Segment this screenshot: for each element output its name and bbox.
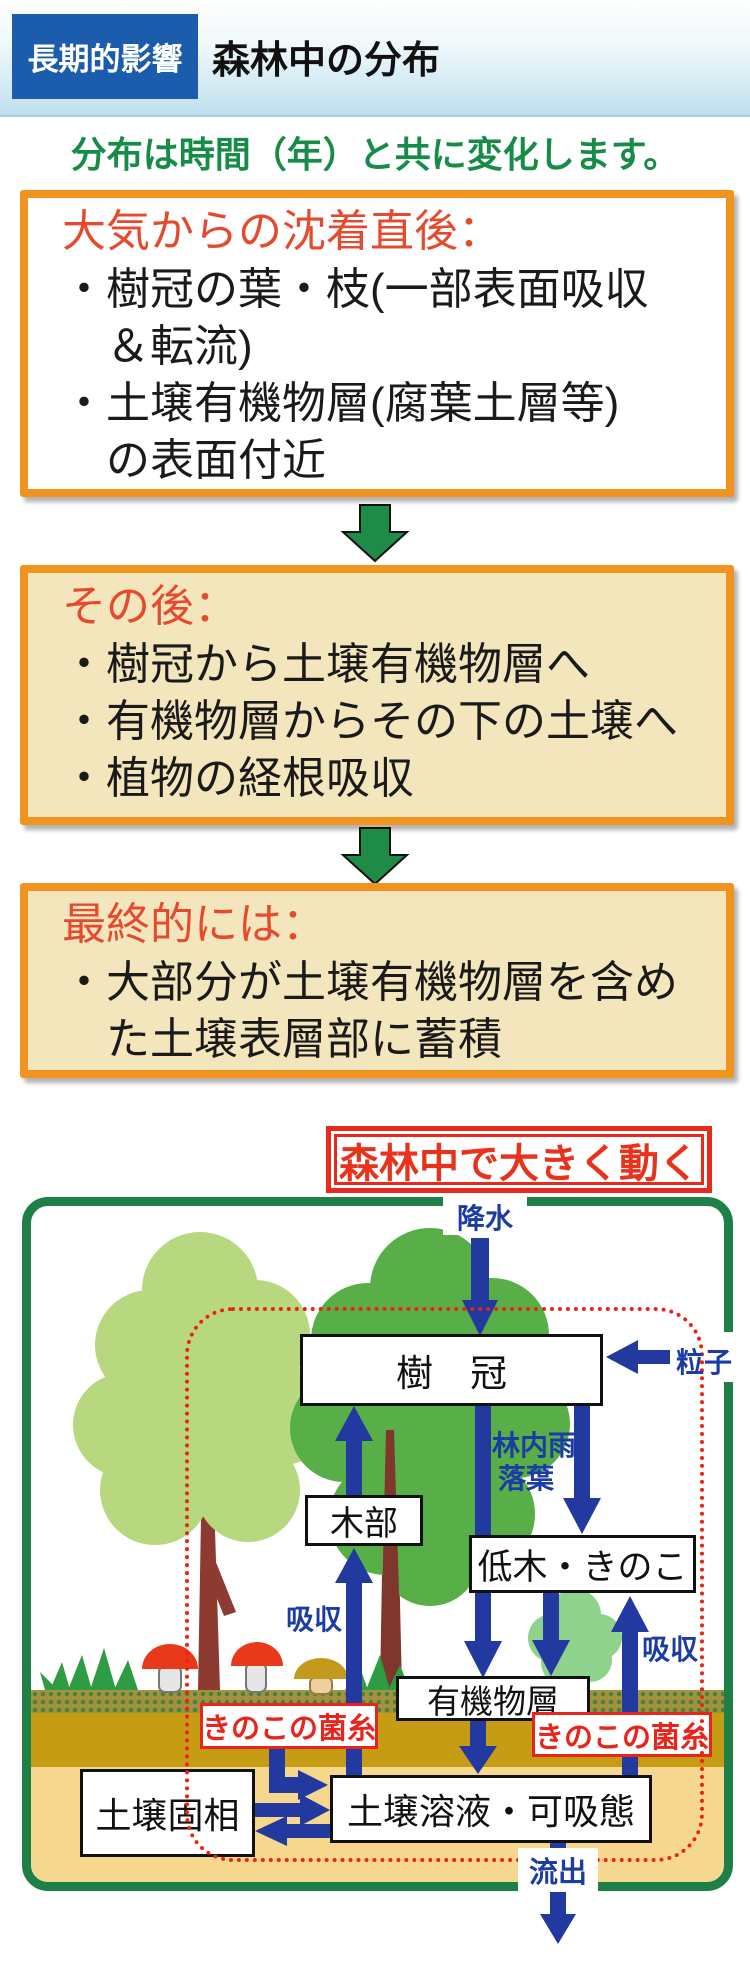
runoff-text: 流出 [528, 1857, 587, 1889]
label-particles: 粒子 [676, 1347, 733, 1378]
stage-box-final: 最終的には： ・大部分が土壌有機物層を含め た土壌表層部に蓄積 [20, 883, 734, 1078]
diagram-frame [22, 1197, 733, 1891]
callout-box: 森林中で大きく動く [326, 1126, 712, 1193]
stage-heading: 大気からの沈着直後： [62, 207, 502, 256]
category-badge: 長期的影響 [12, 14, 198, 99]
stage-heading: その後： [62, 582, 238, 631]
node-canopy: 樹 冠 [300, 1334, 603, 1406]
label-precipitation: 降水 [456, 1203, 513, 1234]
label-uptake-left: 吸収 [286, 1604, 343, 1635]
header-bar: 長期的影響 森林中の分布 [0, 0, 750, 117]
label-runoff: 流出 [518, 1848, 598, 1892]
node-wood: 木部 [305, 1495, 423, 1546]
flow-down-arrow-icon [340, 504, 410, 563]
callout-text: 森林中で大きく動く [334, 1134, 704, 1186]
stage-bullet: ・樹冠から土壌有機物層へ [62, 640, 590, 689]
stage-bullet: ・樹冠の葉・枝(一部表面吸収 ＆転流) [62, 265, 649, 371]
category-badge-label: 長期的影響 [27, 42, 183, 77]
stage-box-initial: 大気からの沈着直後： ・樹冠の葉・枝(一部表面吸収 ＆転流) ・土壌有機物層(腐… [20, 190, 734, 497]
node-understory: 低木・きのこ [469, 1535, 696, 1593]
mushroom-icon [142, 1642, 348, 1695]
flow-down-arrow-icon [340, 827, 410, 886]
label-uptake-right: 吸収 [642, 1634, 699, 1665]
stage-heading: 最終的には： [62, 900, 326, 949]
cycle-boundary-dotted [185, 1307, 704, 1862]
label-litterfall: 落葉 [498, 1463, 555, 1494]
tree-icon [73, 1232, 332, 1690]
intro-text: 分布は時間（年）と共に変化します。 [70, 134, 680, 175]
page-title: 森林中の分布 [212, 39, 441, 82]
node-soil-solution: 土壌溶液・可吸態 [330, 1775, 652, 1843]
border-gap-patch [443, 1193, 527, 1235]
stage-bullet: ・有機物層からその下の土壌へ [62, 697, 678, 746]
stage-bullet: ・大部分が土壌有機物層を含め た土壌表層部に蓄積 [62, 958, 678, 1064]
stage-box-later: その後： ・樹冠から土壌有機物層へ ・有機物層からその下の土壌へ ・植物の経根吸… [20, 565, 734, 825]
stage-bullet: ・土壌有機物層(腐葉土層等) の表面付近 [62, 379, 620, 485]
stage-bullet: ・植物の経根吸収 [62, 754, 414, 803]
label-throughfall: 林内雨 [492, 1430, 577, 1461]
